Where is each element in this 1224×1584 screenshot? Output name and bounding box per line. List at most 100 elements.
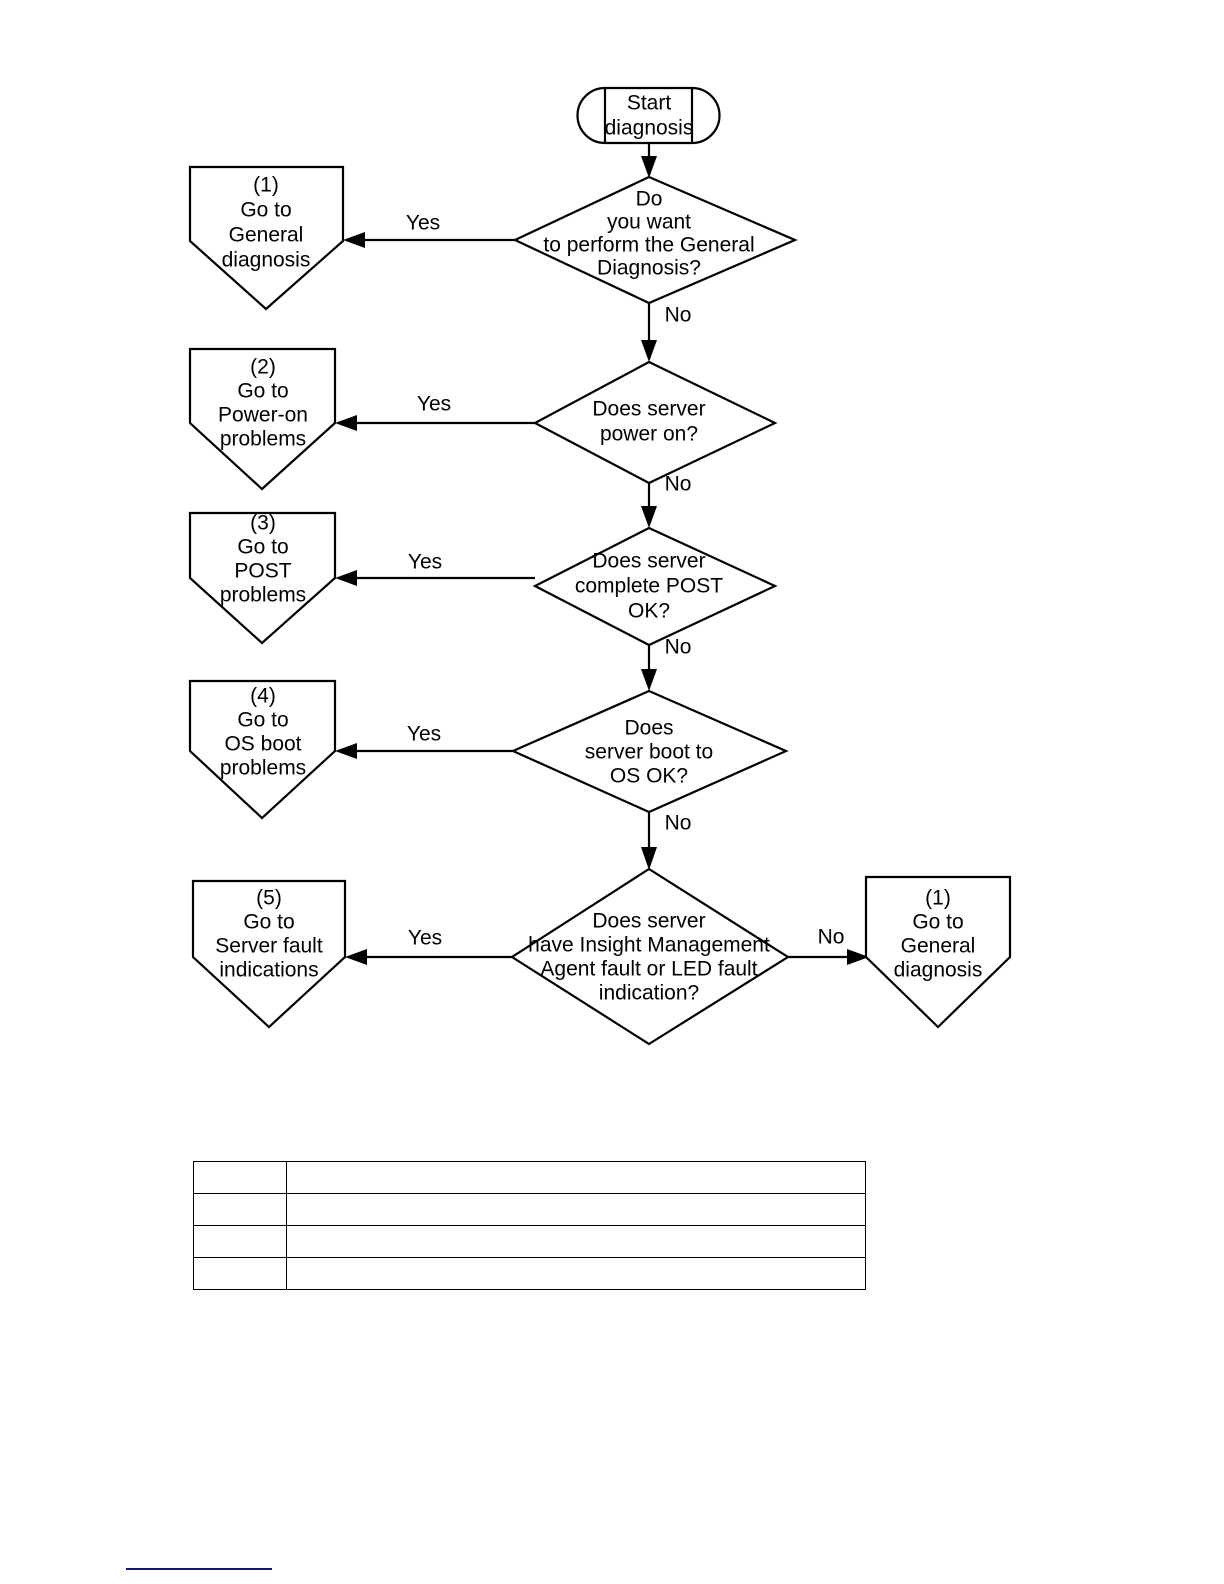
edge-label-general-diagnosis-yes: Yes bbox=[406, 212, 440, 235]
target-goto-general-diagnosis-1-line-4: diagnosis bbox=[222, 249, 311, 272]
target-goto-post-problems-line-3: POST bbox=[234, 560, 291, 583]
target-goto-general-diagnosis-2-line-3: General bbox=[901, 935, 976, 958]
table-cell-value[interactable] bbox=[286, 1193, 866, 1226]
arrow-head-down bbox=[641, 847, 657, 870]
arrow-head-right bbox=[847, 949, 869, 965]
target-goto-power-on-problems-line-1: (2) bbox=[250, 356, 276, 379]
connector-fault-indication-yes: Yes bbox=[345, 927, 512, 965]
edge-label-post-yes: Yes bbox=[408, 551, 442, 574]
target-goto-post-problems-line-1: (3) bbox=[250, 512, 276, 535]
decision-post-line-1: Does server bbox=[592, 550, 705, 573]
target-goto-os-boot-problems-line-1: (4) bbox=[250, 685, 276, 708]
table-row bbox=[193, 1257, 866, 1290]
connector-start-to-general-diagnosis bbox=[641, 143, 657, 178]
arrow-head-down bbox=[641, 156, 657, 178]
target-goto-post-problems: (3) Go to POST problems bbox=[188, 511, 337, 645]
start-node: Start diagnosis bbox=[576, 86, 721, 145]
target-goto-power-on-problems-line-4: problems bbox=[220, 428, 306, 451]
connector-os-boot-no: No bbox=[641, 812, 691, 870]
decision-fault-indication-line-3: Agent fault or LED fault bbox=[540, 958, 757, 981]
arrow-head-left bbox=[335, 570, 357, 586]
arrow-head-left bbox=[343, 232, 365, 248]
target-goto-os-boot-problems-shape bbox=[188, 679, 337, 820]
edge-label-general-diagnosis-no: No bbox=[665, 304, 692, 327]
target-goto-power-on-problems: (2) Go to Power-on problems bbox=[188, 347, 337, 491]
decision-fault-indication-line-4: indication? bbox=[599, 982, 699, 1005]
edge-label-os-boot-no: No bbox=[665, 812, 692, 835]
decision-general-diagnosis-line-3: to perform the General bbox=[543, 234, 754, 257]
table-cell-label[interactable] bbox=[193, 1257, 287, 1290]
arrow-head-left bbox=[345, 949, 367, 965]
table-cell-value[interactable] bbox=[286, 1257, 866, 1290]
target-goto-os-boot-problems: (4) Go to OS boot problems bbox=[188, 679, 337, 820]
target-goto-general-diagnosis-2: (1) Go to General diagnosis bbox=[864, 875, 1012, 1029]
decision-general-diagnosis-line-2: you want bbox=[607, 211, 691, 234]
decision-power-on-line-1: Does server bbox=[592, 398, 705, 421]
footnote-separator-rule bbox=[126, 1568, 272, 1570]
connector-post-no: No bbox=[641, 636, 691, 691]
target-goto-general-diagnosis-1-line-2: Go to bbox=[240, 199, 291, 222]
table-cell-value[interactable] bbox=[286, 1225, 866, 1258]
arrow-head-left bbox=[335, 743, 357, 759]
arrow-head-down bbox=[641, 340, 657, 362]
target-goto-general-diagnosis-1-line-1: (1) bbox=[253, 174, 279, 197]
connector-general-diagnosis-yes: Yes bbox=[343, 212, 515, 248]
target-goto-general-diagnosis-1-shape bbox=[188, 165, 345, 311]
decision-os-boot-line-1: Does bbox=[624, 717, 673, 740]
flowchart-diagram: Start diagnosis Do you want to perform t… bbox=[188, 86, 1012, 1046]
decision-post-line-2: complete POST bbox=[575, 575, 723, 598]
arrow-head-down bbox=[641, 669, 657, 691]
connector-general-diagnosis-no: No bbox=[641, 303, 691, 362]
target-goto-general-diagnosis-2-line-4: diagnosis bbox=[894, 959, 983, 982]
target-goto-server-fault-indications-shape bbox=[191, 879, 347, 1029]
edge-label-fault-indication-no: No bbox=[818, 926, 845, 949]
table-cell-label[interactable] bbox=[193, 1225, 287, 1258]
edge-label-power-on-no: No bbox=[665, 473, 692, 496]
decision-fault-indication: Does server have Insight Management Agen… bbox=[509, 867, 791, 1046]
decision-fault-indication-shape bbox=[509, 867, 791, 1046]
spec-table bbox=[193, 1161, 866, 1290]
decision-general-diagnosis-line-1: Do bbox=[636, 188, 663, 211]
table-cell-label[interactable] bbox=[193, 1161, 287, 1194]
target-goto-server-fault-indications-line-1: (5) bbox=[256, 887, 282, 910]
target-goto-os-boot-problems-line-3: OS boot bbox=[224, 733, 301, 756]
edge-label-power-on-yes: Yes bbox=[417, 393, 451, 416]
target-goto-general-diagnosis-1-line-3: General bbox=[229, 224, 304, 247]
edge-label-os-boot-yes: Yes bbox=[407, 723, 441, 746]
decision-general-diagnosis-line-4: Diagnosis? bbox=[597, 257, 701, 280]
decision-os-boot-line-3: OS OK? bbox=[610, 765, 688, 788]
connector-power-on-yes: Yes bbox=[335, 393, 535, 431]
connector-fault-indication-no: No bbox=[788, 926, 869, 965]
decision-power-on: Does server power on? bbox=[532, 360, 778, 485]
table-cell-value[interactable] bbox=[286, 1161, 866, 1194]
target-goto-os-boot-problems-line-4: problems bbox=[220, 757, 306, 780]
decision-post-line-3: OK? bbox=[628, 600, 670, 623]
target-goto-os-boot-problems-line-2: Go to bbox=[237, 709, 288, 732]
edge-label-fault-indication-yes: Yes bbox=[408, 927, 442, 950]
target-goto-power-on-problems-shape bbox=[188, 347, 337, 491]
target-goto-general-diagnosis-2-line-2: Go to bbox=[912, 911, 963, 934]
target-goto-general-diagnosis-2-shape bbox=[864, 875, 1012, 1029]
decision-fault-indication-line-1: Does server bbox=[592, 910, 705, 933]
target-goto-server-fault-indications-line-2: Go to bbox=[243, 911, 294, 934]
table-cell-label[interactable] bbox=[193, 1193, 287, 1226]
decision-fault-indication-line-2: have Insight Management bbox=[528, 934, 770, 957]
target-goto-server-fault-indications-line-4: indications bbox=[219, 959, 318, 982]
target-goto-server-fault-indications-line-3: Server fault bbox=[215, 935, 323, 958]
target-goto-general-diagnosis-2-line-1: (1) bbox=[925, 887, 951, 910]
arrow-head-down bbox=[641, 506, 657, 528]
target-goto-power-on-problems-line-2: Go to bbox=[237, 380, 288, 403]
target-goto-post-problems-line-4: problems bbox=[220, 584, 306, 607]
target-goto-post-problems-shape bbox=[188, 511, 337, 645]
spec-table-body bbox=[193, 1161, 866, 1290]
table-row bbox=[193, 1225, 866, 1258]
decision-general-diagnosis: Do you want to perform the General Diagn… bbox=[512, 175, 798, 305]
decision-os-boot: Does server boot to OS OK? bbox=[510, 689, 789, 814]
decision-power-on-line-2: power on? bbox=[600, 423, 698, 446]
table-row bbox=[193, 1193, 866, 1226]
target-goto-server-fault-indications: (5) Go to Server fault indications bbox=[191, 879, 347, 1029]
edge-label-post-no: No bbox=[665, 636, 692, 659]
target-goto-power-on-problems-line-3: Power-on bbox=[218, 404, 308, 427]
target-goto-post-problems-line-2: Go to bbox=[237, 536, 288, 559]
